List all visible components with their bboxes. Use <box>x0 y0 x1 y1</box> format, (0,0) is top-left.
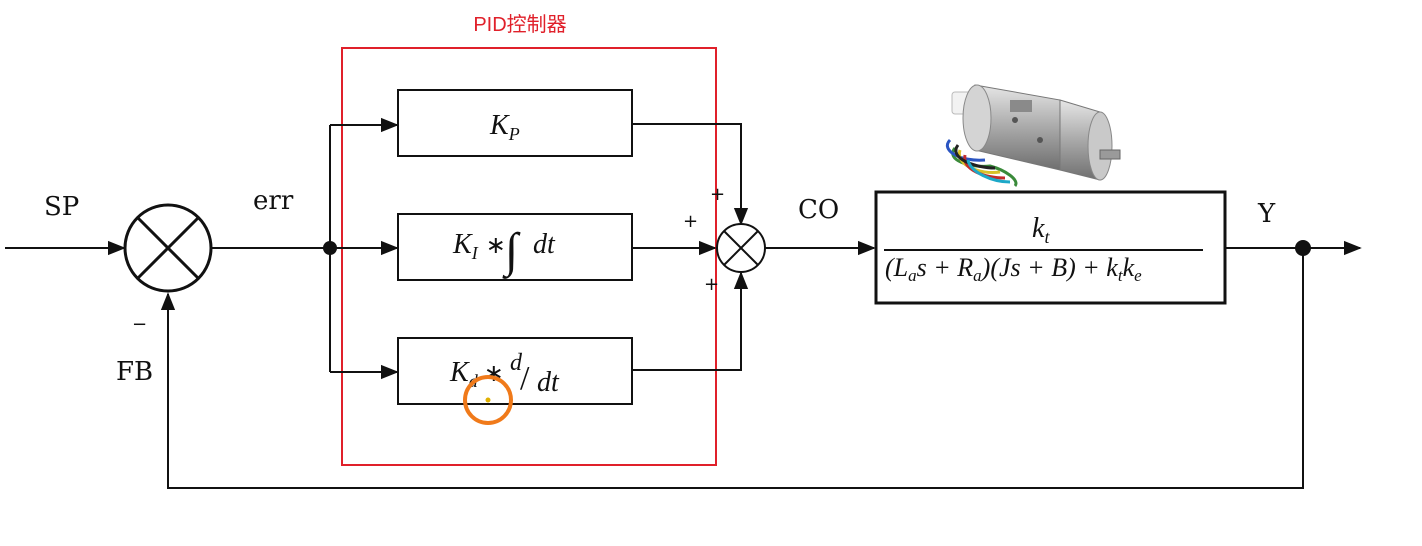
block-d-slash: / <box>520 360 530 397</box>
sign-fb-minus: − <box>132 314 147 335</box>
integral-sign: ∫ <box>502 224 521 279</box>
plant-numerator: kt <box>1032 213 1050 247</box>
pid-title: PID控制器 <box>473 13 566 36</box>
sign-i-plus: + <box>683 211 698 232</box>
label-sp: SP <box>44 192 79 222</box>
feedback-line <box>160 248 1304 489</box>
cursor-dot <box>485 397 491 403</box>
plant-denominator: (Las + Ra)(Js + B) + ktke <box>885 253 1142 285</box>
label-err: err <box>253 186 294 216</box>
block-integral <box>397 213 633 281</box>
pid-controller-frame <box>341 47 717 466</box>
sign-p-plus: + <box>710 184 725 205</box>
label-y: Y <box>1257 199 1276 229</box>
label-fb: FB <box>116 357 153 387</box>
dc-motor-image <box>946 84 1121 187</box>
cursor-highlight-ring <box>463 375 513 425</box>
d-output-line <box>632 271 749 371</box>
block-p-label: KP <box>489 110 520 144</box>
block-plant <box>874 190 1227 305</box>
block-i-label: KI∗ <box>452 229 506 263</box>
summing-junction-main <box>123 203 213 293</box>
label-co: CO <box>798 195 839 225</box>
block-d-denominator: dt <box>537 367 560 398</box>
sign-d-plus: + <box>704 274 719 295</box>
p-output-line <box>632 123 749 226</box>
summing-junction-pid <box>716 223 766 273</box>
block-d-numerator: d <box>510 350 523 376</box>
block-i-dt: dt <box>533 229 556 260</box>
block-proportional <box>397 89 633 157</box>
